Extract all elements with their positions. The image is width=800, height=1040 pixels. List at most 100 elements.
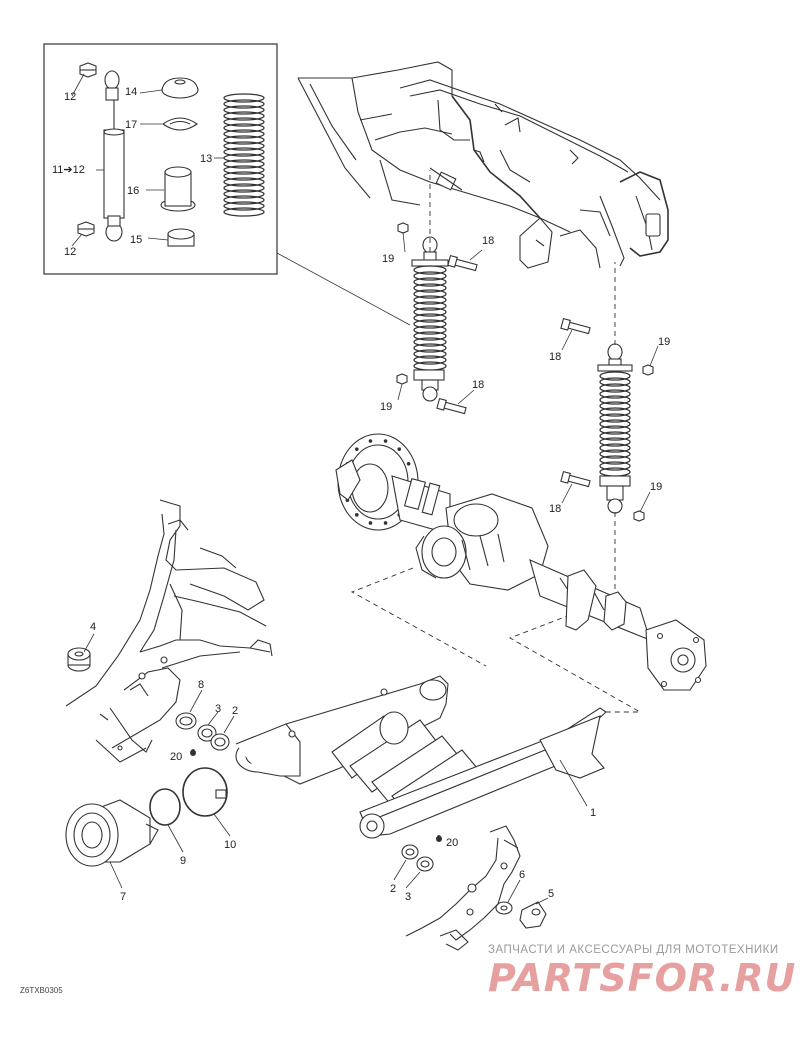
swing-arm-1 (235, 675, 607, 839)
rear-shock-left (411, 236, 449, 402)
callout-11-12: 11➔12 (52, 164, 85, 176)
callout-18-left-top: 18 (482, 235, 494, 247)
callout-6: 6 (519, 869, 525, 881)
brake-disc-hole (368, 439, 373, 443)
diagram-code: Z6TXB0305 (20, 986, 63, 995)
bushing-4 (67, 647, 91, 672)
callout-18-left-bottom: 18 (472, 379, 484, 391)
callout-18-right-bottom: 18 (549, 503, 561, 515)
spring-coil-turn (223, 135, 265, 145)
spring-coil-turn (599, 407, 631, 417)
spring-coil-turn (413, 331, 447, 341)
spring-coil-turn (599, 431, 631, 441)
callout-2-left: 2 (232, 705, 238, 717)
spring-coil-turn (223, 189, 265, 199)
spring-coil-turn (413, 265, 447, 275)
spring-coil-turn (413, 301, 447, 311)
spring-coil-turn (413, 283, 447, 293)
spring-coil-turn (413, 319, 447, 329)
alignment-lines (350, 170, 642, 713)
callout-2-right: 2 (390, 883, 396, 895)
spring-coil-turn (413, 355, 447, 365)
callout-labels: 12 14 17 11➔12 1 3 16 12 15 19 18 18 19 1… (52, 86, 670, 903)
spring-coil-turn (413, 289, 447, 299)
sleeve-16 (160, 166, 196, 212)
coil-spring-13 (222, 92, 266, 220)
spring-coil-turn (223, 129, 265, 139)
callout-15: 15 (130, 234, 142, 246)
callout-9: 9 (180, 855, 186, 867)
spring-coil-turn (599, 449, 631, 459)
callout-17: 17 (125, 119, 137, 131)
nut-12-top (79, 62, 97, 78)
spring-coil-turn (599, 443, 631, 453)
callout-12-bottom: 12 (64, 246, 76, 258)
spring-coil-turn (413, 295, 447, 305)
callout-19-left-top: 19 (382, 253, 394, 265)
shock-bolts-and-nuts (396, 222, 654, 522)
nut-12-bottom (77, 221, 95, 237)
spring-coil-turn (223, 93, 265, 103)
callout-19-right-bottom: 19 (650, 481, 662, 493)
left-hardware (65, 712, 230, 867)
callout-3-right: 3 (405, 891, 411, 903)
spring-coil-turn (413, 313, 447, 323)
spring-coil-turn (223, 201, 265, 211)
spring-coil-turn (599, 425, 631, 435)
spring-coil-turn (599, 467, 631, 477)
rear-shock-right (597, 343, 633, 514)
left-lower-frame (65, 499, 273, 763)
spring-coil-turn (413, 343, 447, 353)
brake-disc-hole (355, 513, 359, 517)
spring-coil-turn (599, 389, 631, 399)
spring-coil-turn (599, 383, 631, 393)
rear-axle-assembly (335, 433, 707, 691)
spring-coil-turn (223, 147, 265, 157)
brake-disc-hole (383, 521, 388, 525)
spring-coil-turn (599, 437, 631, 447)
spring-coil-turn (223, 117, 265, 127)
callout-19-left-bottom: 19 (380, 401, 392, 413)
callout-16: 16 (127, 185, 139, 197)
spring-coil-turn (223, 99, 265, 109)
callout-8: 8 (198, 679, 204, 691)
spring-coil-turn (223, 111, 265, 121)
spring-coil-turn (413, 325, 447, 335)
spring-coil-turn (413, 349, 447, 359)
spring-coil-turn (599, 395, 631, 405)
inset-reference-line (276, 252, 411, 326)
spring-coil-turn (223, 123, 265, 133)
spring-coil-turn (599, 461, 631, 471)
watermark-tagline: ЗАПЧАСТИ И АКСЕССУАРЫ ДЛЯ МОТОТЕХНИКИ (488, 944, 779, 956)
callout-7: 7 (120, 891, 126, 903)
callout-10: 10 (224, 839, 236, 851)
spring-coil-turn (223, 207, 265, 217)
spring-coil-turn (599, 371, 631, 381)
adjuster-ring-15 (167, 228, 195, 247)
spring-coil-turn (413, 337, 447, 347)
callout-19-right-top: 19 (658, 336, 670, 348)
spring-coil-turn (413, 271, 447, 281)
spring-coil-turn (413, 307, 447, 317)
brake-disc-hole (406, 461, 411, 466)
spring-coil-turn (223, 141, 265, 151)
callout-1: 1 (590, 807, 596, 819)
callout-14: 14 (125, 86, 137, 98)
spring-coil-turn (223, 171, 265, 181)
callout-20-right: 20 (446, 837, 458, 849)
leader-lines (83, 231, 659, 905)
callout-3-left: 3 (215, 703, 221, 715)
callout-5: 5 (548, 888, 554, 900)
shock-absorber-11 (103, 70, 125, 242)
spring-coil-turn (223, 177, 265, 187)
spring-coil-turn (413, 277, 447, 287)
upper-frame (297, 61, 669, 269)
spring-coil-turn (413, 361, 447, 371)
brake-disc-hole (397, 447, 401, 451)
spring-coil-turn (599, 419, 631, 429)
callout-12-top: 12 (64, 91, 76, 103)
spring-cup-14 (161, 77, 199, 99)
brake-disc-hole (355, 447, 359, 451)
